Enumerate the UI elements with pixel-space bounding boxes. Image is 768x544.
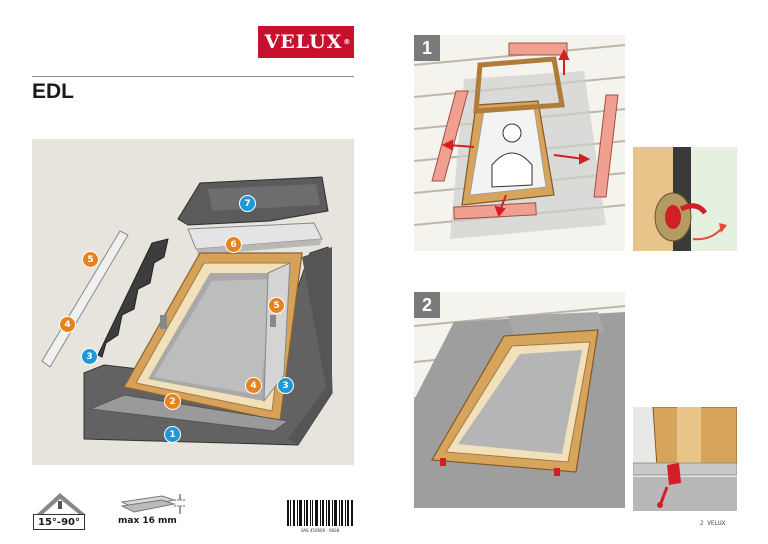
tile-thickness-icon xyxy=(120,494,186,514)
page-number: 2 VELUX xyxy=(700,520,726,527)
part-badge-3-right: 3 xyxy=(277,377,294,394)
logo-text: VELUX xyxy=(264,31,343,53)
exploded-view-illustration xyxy=(41,176,333,446)
part-badge-1: 1 xyxy=(164,426,181,443)
product-title: EDL xyxy=(32,80,74,103)
velux-logo: VELUX® xyxy=(258,26,354,58)
step-1-detail-illustration xyxy=(633,147,737,251)
pitch-range-label: 15°-90° xyxy=(33,514,85,530)
exploded-view-panel: 7 6 5 5 4 4 3 3 2 1 xyxy=(32,139,354,465)
step-1-illustration xyxy=(414,35,625,251)
max-tile-thickness-label: max 16 mm xyxy=(118,516,177,526)
part-badge-6: 6 xyxy=(225,236,242,253)
step-2-number: 2 xyxy=(414,292,440,318)
part-badge-4-left: 4 xyxy=(59,316,76,333)
step-2-illustration xyxy=(414,292,625,508)
header-divider xyxy=(32,76,354,77)
barcode-icon xyxy=(287,500,353,526)
step-1-number: 1 xyxy=(414,35,440,61)
part-badge-2: 2 xyxy=(164,393,181,410)
part-badge-4-right: 4 xyxy=(245,377,262,394)
part-badge-5-right: 5 xyxy=(268,297,285,314)
step-2-detail-illustration xyxy=(633,407,737,511)
part-badge-3-left: 3 xyxy=(81,348,98,365)
part-badge-5-left: 5 xyxy=(82,251,99,268)
barcode-number: VAS 450600 · 0608 xyxy=(300,528,340,533)
roof-pitch-icon xyxy=(36,493,86,515)
logo-reg-mark: ® xyxy=(343,38,352,46)
part-badge-7: 7 xyxy=(239,195,256,212)
